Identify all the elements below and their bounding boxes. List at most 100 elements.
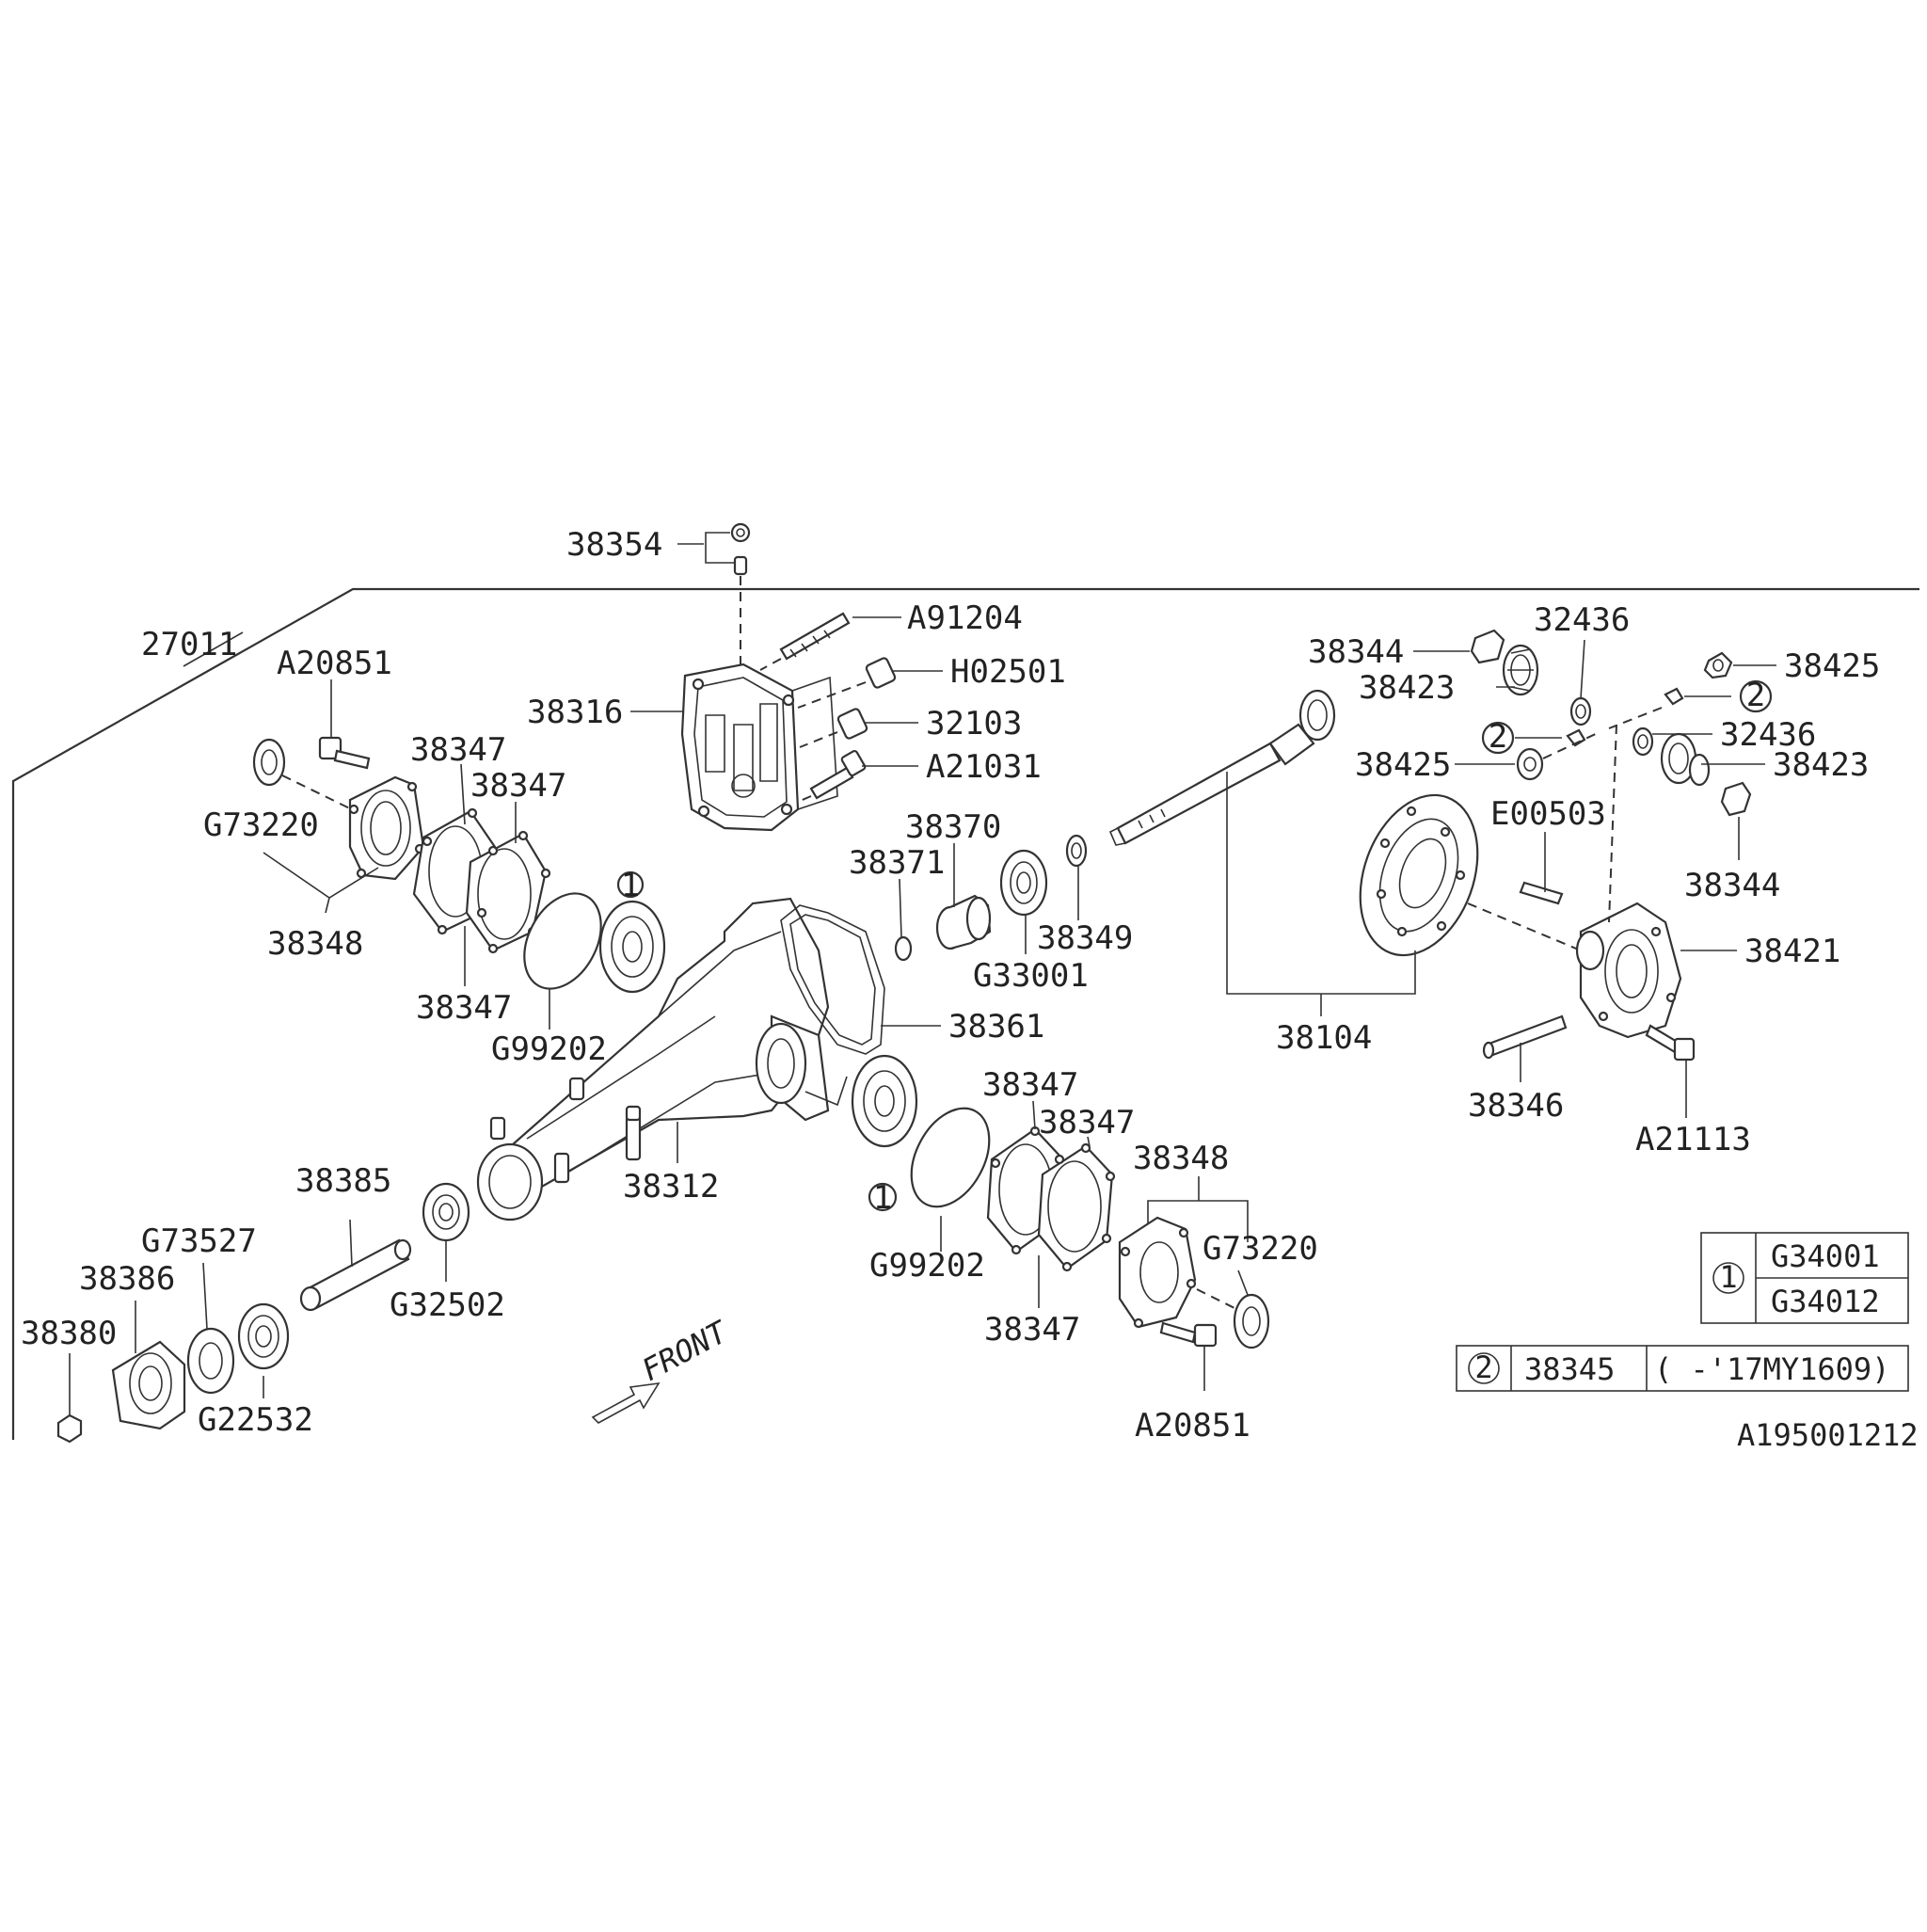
plug-32103 bbox=[799, 708, 868, 748]
plug-H02501 bbox=[797, 657, 897, 709]
nut-38380 bbox=[56, 1413, 83, 1444]
label-38423-mid: 38423 bbox=[1773, 746, 1869, 784]
marker-2-left: 2 bbox=[1489, 718, 1507, 756]
bearing-G33001 bbox=[999, 849, 1048, 917]
stud-bolt-A91204 bbox=[759, 612, 851, 671]
legend-marker-1: 1 bbox=[1719, 1259, 1737, 1295]
legend-part-G34001: G34001 bbox=[1771, 1238, 1880, 1274]
label-38423-top: 38423 bbox=[1359, 669, 1455, 707]
pinion-mate-marker-2-top: 2 bbox=[1608, 677, 1773, 729]
bolt-A21113 bbox=[1645, 1024, 1696, 1062]
bearing-G22532 bbox=[237, 1302, 290, 1370]
pinion-mate-marker-2-left: 2 bbox=[1481, 718, 1586, 756]
label-H02501: H02501 bbox=[950, 653, 1066, 691]
washer-38425-right bbox=[1703, 651, 1733, 679]
legend-part-G34012: G34012 bbox=[1771, 1284, 1880, 1319]
bolt-A20851-top bbox=[318, 736, 371, 770]
o-ring-G99202-right bbox=[910, 1107, 991, 1208]
bolt-A21031 bbox=[797, 749, 867, 803]
label-38312: 38312 bbox=[623, 1168, 719, 1206]
washer-38344-bot bbox=[1720, 781, 1752, 817]
label-38425-left: 38425 bbox=[1355, 746, 1451, 784]
label-38380: 38380 bbox=[21, 1315, 117, 1352]
callout-labels: 38354 27011 A91204 H02501 38316 32103 A2… bbox=[21, 526, 1880, 1445]
shims-38347-left bbox=[412, 807, 551, 954]
washer-32436-mid bbox=[1632, 726, 1654, 757]
washer-38344-top bbox=[1470, 629, 1505, 664]
side-retainer-38348-left bbox=[348, 775, 425, 881]
label-38385: 38385 bbox=[295, 1162, 391, 1200]
label-38316: 38316 bbox=[527, 694, 623, 731]
legend-note: ( -'17MY1609) bbox=[1654, 1351, 1889, 1387]
label-38425-right: 38425 bbox=[1784, 647, 1880, 685]
companion-flange-38386 bbox=[111, 1340, 186, 1430]
group-frame bbox=[11, 587, 1919, 1440]
label-G33001: G33001 bbox=[973, 957, 1089, 995]
bearing-G32502 bbox=[422, 1182, 470, 1242]
bearing-left: 1 bbox=[598, 867, 666, 994]
diff-case-38421 bbox=[1575, 902, 1682, 1039]
label-38348-right: 38348 bbox=[1133, 1140, 1229, 1177]
label-G32502: G32502 bbox=[390, 1286, 505, 1324]
label-G73527: G73527 bbox=[141, 1222, 257, 1260]
label-38421: 38421 bbox=[1744, 933, 1840, 970]
label-38347-a: 38347 bbox=[410, 731, 506, 769]
label-27011: 27011 bbox=[141, 626, 237, 663]
bearing-right: 1 bbox=[851, 1054, 918, 1217]
marker-1-left: 1 bbox=[621, 867, 640, 904]
legend-table-1: 1 G34001 G34012 bbox=[1700, 1232, 1909, 1324]
ring-gear-38104 bbox=[1359, 793, 1582, 957]
side-retainer-38348-right bbox=[1118, 1216, 1197, 1329]
label-G99202-right: G99202 bbox=[869, 1247, 985, 1285]
label-G99202-left: G99202 bbox=[491, 1030, 607, 1068]
label-38347-d: 38347 bbox=[982, 1066, 1078, 1104]
front-label: FRONT bbox=[636, 1313, 734, 1388]
label-A20851-bot: A20851 bbox=[1135, 1407, 1250, 1445]
pin-E00503 bbox=[1519, 881, 1564, 905]
label-A20851-top: A20851 bbox=[277, 645, 392, 682]
side-gear-38423-mid bbox=[1660, 732, 1711, 787]
label-38347-c: 38347 bbox=[416, 989, 512, 1027]
collapsible-spacer-38370 bbox=[935, 894, 992, 950]
label-38349: 38349 bbox=[1037, 919, 1133, 957]
label-38386: 38386 bbox=[79, 1260, 175, 1298]
spacer-38385 bbox=[299, 1238, 412, 1312]
label-38348-left: 38348 bbox=[267, 925, 363, 963]
pinion-shaft-38346 bbox=[1482, 1014, 1568, 1060]
washer-38349 bbox=[1065, 834, 1088, 868]
label-G22532: G22532 bbox=[198, 1401, 313, 1439]
shims-38347-right bbox=[986, 1126, 1116, 1272]
label-38347-b: 38347 bbox=[470, 767, 566, 805]
legend-part-38345: 38345 bbox=[1524, 1351, 1615, 1387]
label-A21113: A21113 bbox=[1635, 1121, 1751, 1158]
washer-32436-top bbox=[1569, 696, 1592, 726]
label-38346: 38346 bbox=[1468, 1087, 1564, 1125]
label-G73220-left: G73220 bbox=[203, 806, 319, 844]
label-32103: 32103 bbox=[926, 705, 1022, 742]
marker-1-right: 1 bbox=[873, 1179, 892, 1217]
bolt-A20851-bot bbox=[1159, 1321, 1218, 1348]
label-E00503: E00503 bbox=[1490, 795, 1606, 833]
diff-carrier-38312 bbox=[476, 897, 848, 1221]
label-A91204: A91204 bbox=[907, 599, 1023, 637]
oil-seal-G73220-right bbox=[1196, 1288, 1270, 1349]
label-A21031: A21031 bbox=[926, 748, 1042, 786]
breather-38354 bbox=[730, 522, 751, 668]
rear-cover-38316 bbox=[680, 663, 838, 832]
gasket-38361 bbox=[780, 904, 885, 1055]
legend-marker-2: 2 bbox=[1474, 1349, 1492, 1385]
leader-lines bbox=[69, 532, 1776, 1415]
label-38361: 38361 bbox=[948, 1008, 1044, 1046]
diagram-id: A195001212 bbox=[1737, 1417, 1919, 1453]
label-32436-mid: 32436 bbox=[1720, 716, 1816, 754]
label-38347-f: 38347 bbox=[984, 1311, 1080, 1349]
drive-pinion-38104 bbox=[1108, 689, 1336, 846]
label-38344-top: 38344 bbox=[1308, 633, 1404, 671]
label-38371: 38371 bbox=[849, 844, 945, 882]
label-38344-bot: 38344 bbox=[1684, 867, 1780, 904]
marker-2-top: 2 bbox=[1746, 677, 1765, 714]
oil-seal-G73527 bbox=[186, 1327, 235, 1395]
label-38104: 38104 bbox=[1276, 1019, 1372, 1057]
o-ring-G99202-left bbox=[523, 892, 602, 990]
